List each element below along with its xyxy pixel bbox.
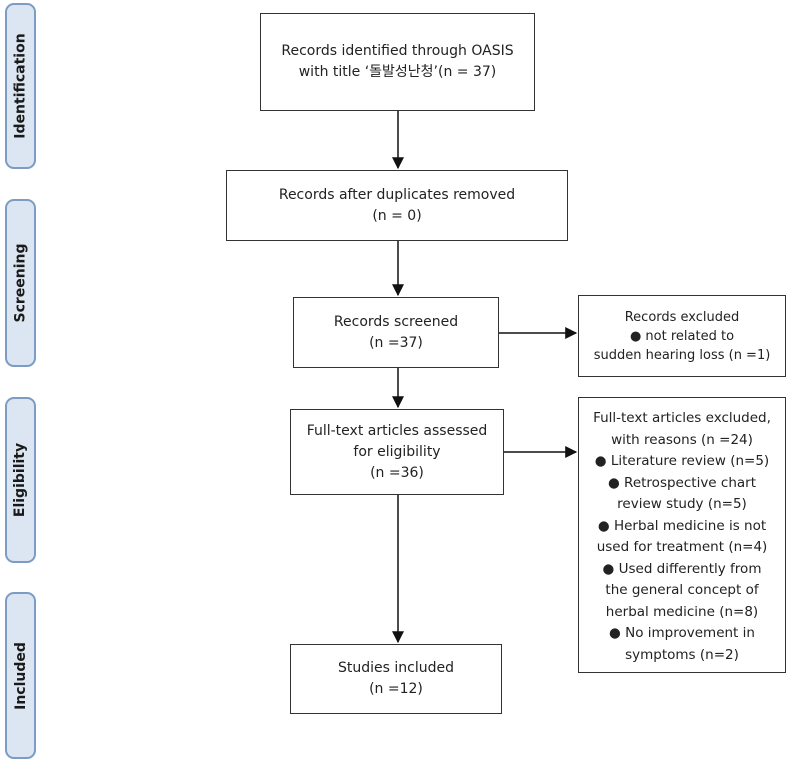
stage-screening: Screening [5, 199, 36, 367]
box-line: (n =36) [370, 464, 424, 481]
box-line: Studies included [338, 660, 454, 676]
box-line: ● No improvement in [609, 625, 755, 641]
box-line: (n =12) [369, 681, 423, 697]
box-line: used for treatment (n=4) [596, 539, 768, 555]
records-screened-box: Records screened (n =37) [293, 297, 499, 368]
stage-identification: Identification [5, 3, 36, 169]
box-line: symptoms (n=2) [625, 646, 739, 663]
box-line: (n =37) [369, 334, 423, 351]
stage-included: Included [5, 592, 36, 759]
studies-included-box: Studies included (n =12) [290, 644, 502, 714]
box-line: sudden hearing loss (n =1) [593, 347, 771, 363]
box-line: ● Herbal medicine is not [597, 517, 767, 534]
box-line: Records after duplicates removed [278, 186, 516, 203]
records-identified-box: Records identified through OASIS with ti… [260, 13, 535, 111]
box-line: review study (n=5) [617, 496, 747, 512]
box-line: ● Literature review (n=5) [594, 453, 770, 469]
box-line: for eligibility [353, 443, 441, 460]
box-line: Full-text articles assessed [306, 422, 488, 439]
records-excluded-box: Records excluded ● not related to sudden… [578, 295, 786, 377]
fulltext-excluded-box: Full-text articles excluded, with reason… [578, 397, 786, 673]
box-line: the general concept of [605, 582, 759, 598]
box-line: herbal medicine (n=8) [605, 603, 759, 620]
stage-eligibility: Eligibility [5, 397, 36, 563]
box-line: ● Retrospective chart [607, 474, 756, 491]
box-line: Records identified through OASIS [281, 43, 514, 59]
box-line: with title ‘돌발성난청’(n = 37) [298, 64, 497, 80]
fulltext-assessed-box: Full-text articles assessed for eligibil… [290, 409, 504, 495]
box-line: (n = 0) [372, 207, 422, 224]
box-line: with reasons (n =24) [611, 431, 753, 448]
box-line: Full-text articles excluded, [593, 410, 771, 426]
duplicates-removed-box: Records after duplicates removed (n = 0) [226, 170, 568, 241]
box-line: ● Used differently from [602, 560, 762, 577]
box-line: Records excluded [624, 309, 740, 325]
box-line: ● not related to [629, 328, 735, 344]
box-line: Records screened [333, 313, 459, 330]
